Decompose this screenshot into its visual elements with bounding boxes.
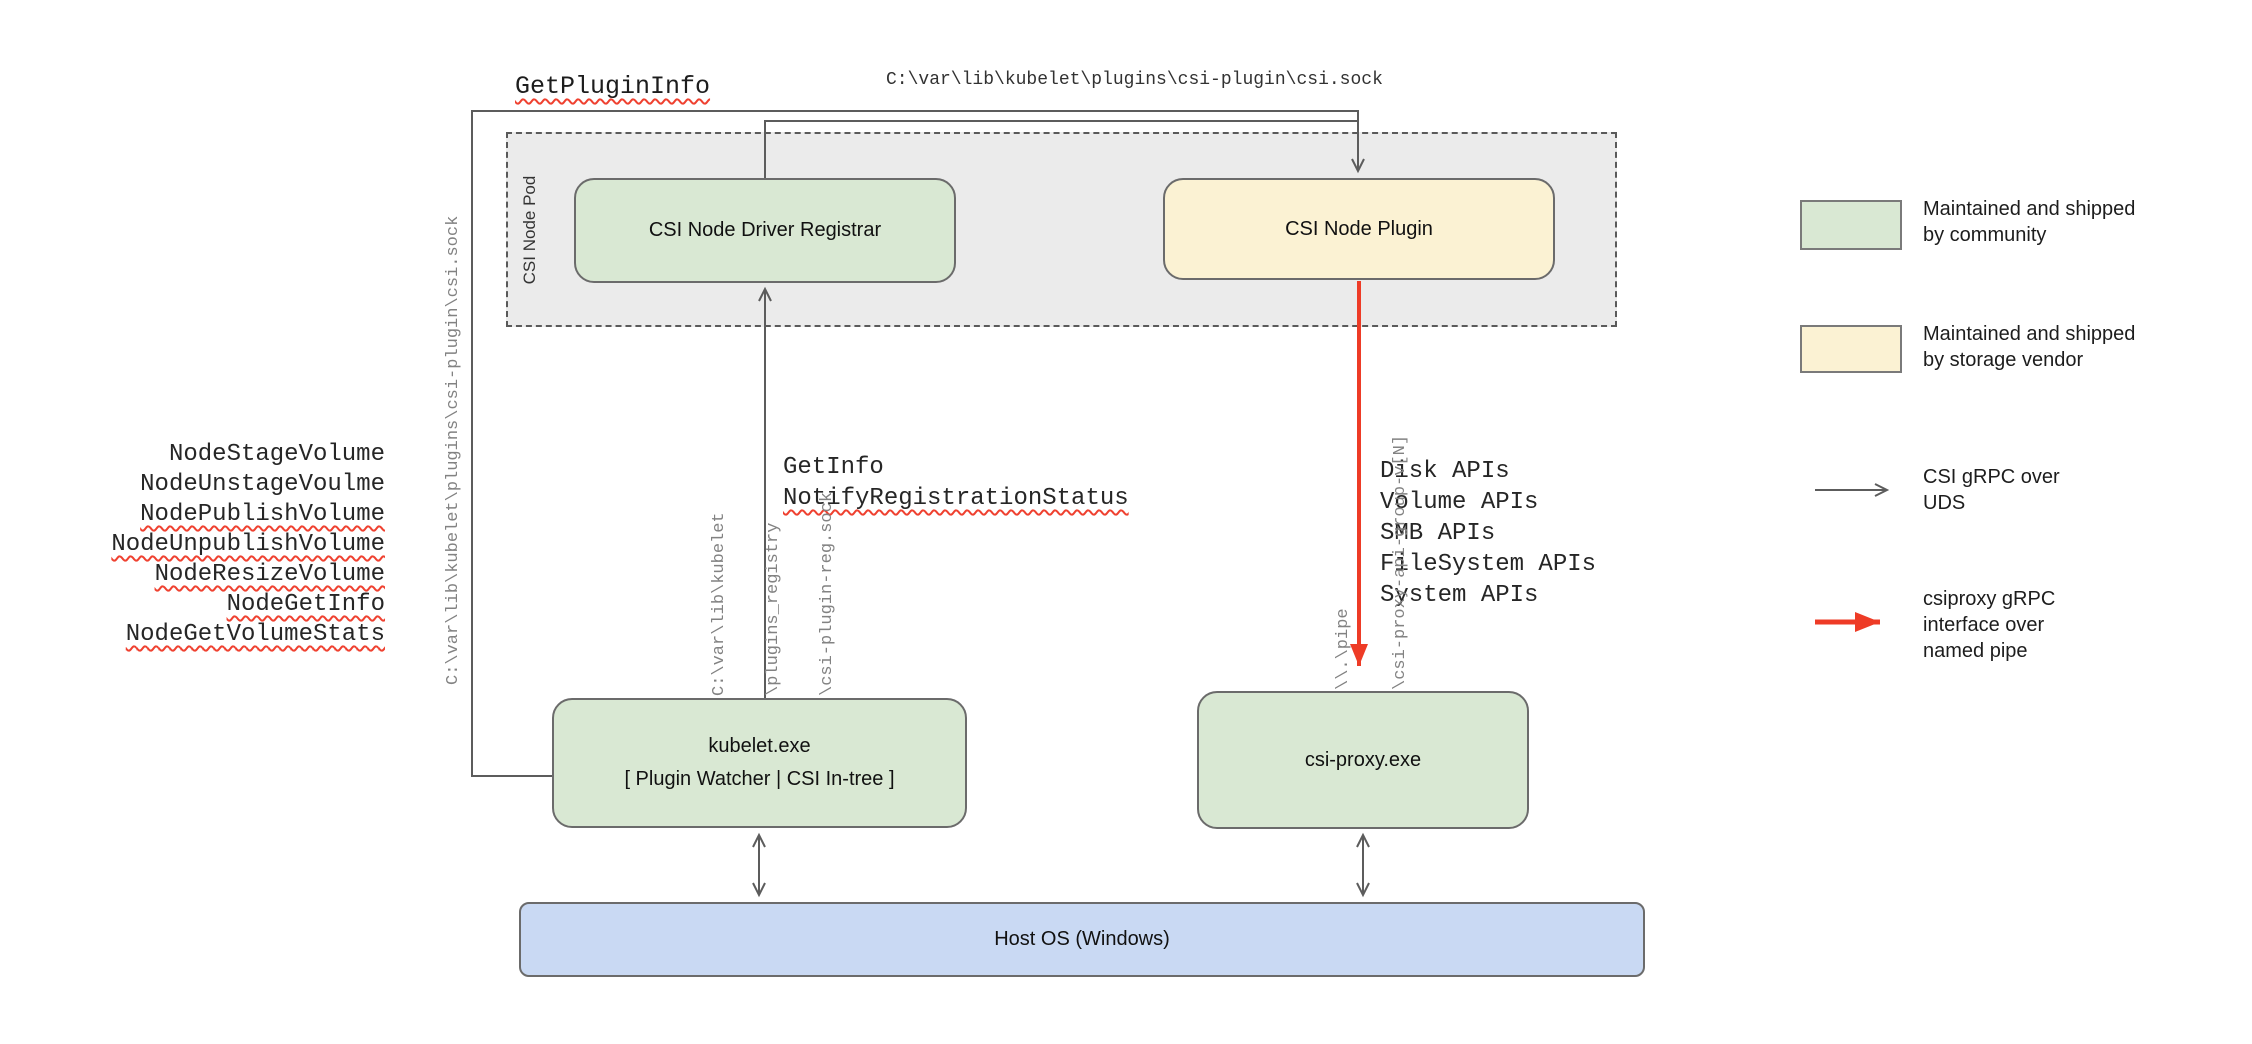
registry-sock-path-label: C:\var\lib\kubelet \plugins_registry \cs… — [675, 466, 837, 696]
node-rpc-call: NodeUnpublishVolume — [111, 531, 385, 558]
api-group: FileSystem APIs — [1380, 551, 1597, 578]
plugin-label: CSI Node Plugin — [1285, 217, 1433, 240]
named-pipe-line: \\.\pipe — [1334, 608, 1353, 690]
node-host-os-windows: Host OS (Windows) — [519, 902, 1645, 977]
legend-community-text: Maintained and shipped by community — [1923, 196, 2135, 248]
api-group: Volume APIs — [1380, 489, 1539, 516]
csi-node-pod-label: CSI Node Pod — [520, 175, 539, 285]
named-pipe-line: \csi-proxy-api-group-v[N] — [1391, 434, 1410, 690]
get-info-label: GetInfo — [783, 454, 884, 481]
legend-vendor-text: Maintained and shipped by storage vendor — [1923, 321, 2135, 373]
legend-uds-text: CSI gRPC over UDS — [1923, 464, 2060, 516]
csiproxy-api-group-list: Disk APIs Volume APIs SMB APIs FileSyste… — [1380, 456, 1596, 611]
csiproxy-label: csi-proxy.exe — [1304, 748, 1422, 771]
registry-sock-line: \plugins_registry — [764, 522, 783, 696]
legend-namedpipe-text: csiproxy gRPC interface over named pipe — [1923, 586, 2055, 664]
api-group: SMB APIs — [1380, 520, 1496, 547]
kubelet-label-line1: kubelet.exe — [708, 735, 811, 757]
csi-sock-path-label-top: C:\var\lib\kubelet\plugins\csi-plugin\cs… — [886, 70, 1383, 90]
node-kubelet-exe: kubelet.exe [ Plugin Watcher | CSI In-tr… — [552, 698, 967, 828]
legend-line: Maintained and shipped — [1923, 323, 2136, 345]
node-rpc-call: NodeGetVolumeStats — [125, 621, 385, 648]
named-pipe-path-label: \\.\pipe \csi-proxy-api-group-v[N] — [1296, 390, 1410, 690]
node-csi-proxy-exe: csi-proxy.exe — [1197, 691, 1529, 829]
registry-sock-line: C:\var\lib\kubelet — [710, 512, 729, 696]
legend-line: csiproxy gRPC — [1923, 588, 2056, 610]
registrar-label: CSI Node Driver Registrar — [648, 219, 882, 241]
get-plugin-info-label: GetPluginInfo — [515, 72, 711, 101]
api-group: System APIs — [1380, 582, 1539, 609]
registry-sock-line: \csi-plugin-reg.sock — [818, 491, 837, 696]
node-rpc-call: NodeUnstageVoulme — [140, 471, 385, 498]
csi-sock-path-label-vertical: C:\var\lib\kubelet\plugins\csi-plugin\cs… — [444, 215, 463, 685]
node-rpc-call-list: NodeStageVolume NodeUnstageVoulme NodePu… — [100, 440, 385, 650]
legend-line: by community — [1923, 224, 2047, 246]
kubelet-label-line2: [ Plugin Watcher | CSI In-tree ] — [624, 768, 895, 790]
legend-line: CSI gRPC over — [1923, 466, 2060, 488]
registration-rpc-list: GetInfo NotifyRegistrationStatus — [783, 452, 1129, 514]
notify-registration-status-label: NotifyRegistrationStatus — [783, 485, 1129, 512]
legend-vendor-swatch — [1800, 325, 1902, 373]
node-csi-node-driver-registrar: CSI Node Driver Registrar — [574, 178, 956, 283]
legend-community-swatch — [1800, 200, 1902, 250]
api-group: Disk APIs — [1380, 458, 1510, 485]
node-rpc-call: NodePublishVolume — [140, 501, 385, 528]
node-rpc-call: NodeStageVolume — [168, 441, 385, 468]
legend-line: named pipe — [1923, 640, 2028, 662]
node-csi-node-plugin: CSI Node Plugin — [1163, 178, 1555, 280]
hostos-label: Host OS (Windows) — [994, 928, 1170, 950]
node-rpc-call: NodeResizeVolume — [154, 561, 385, 588]
legend-line: by storage vendor — [1923, 349, 2084, 371]
node-rpc-call: NodeGetInfo — [226, 591, 385, 618]
legend-line: UDS — [1923, 492, 1966, 514]
legend-line: interface over — [1923, 614, 2045, 636]
legend-line: Maintained and shipped — [1923, 198, 2136, 220]
